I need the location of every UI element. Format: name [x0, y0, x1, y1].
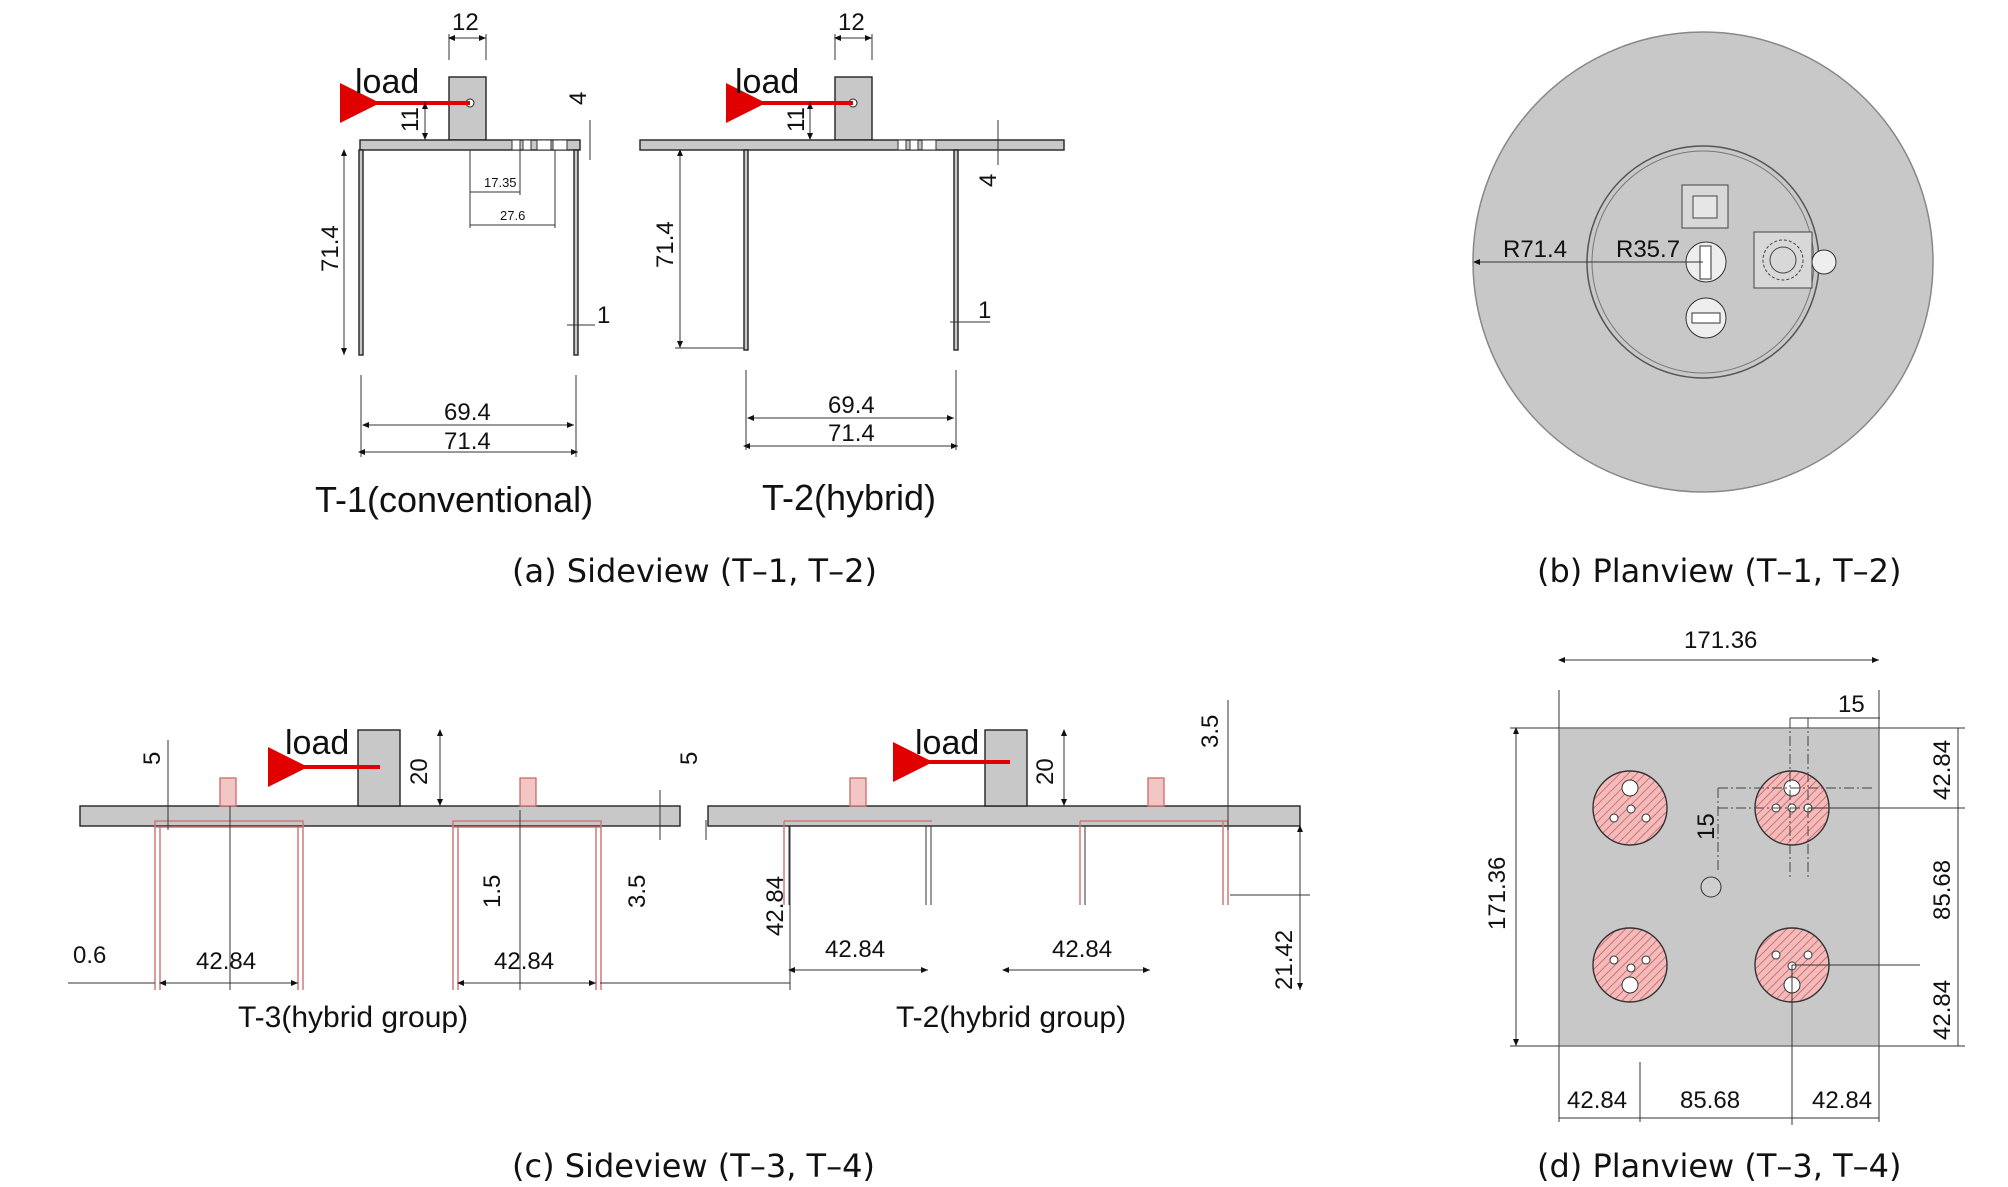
t4-cap-plate: [707, 805, 1301, 827]
t3-dim-spacing-b: 42.84: [494, 948, 554, 975]
t3-pile-head-1: [219, 777, 237, 807]
t3-dim-plate: 3.5: [624, 875, 651, 908]
t2-load-label: load: [735, 63, 799, 101]
t2-group-sideview: load 5 20 3.5 42.84 21.42 42.84 42.84 T-…: [676, 700, 1310, 1034]
t3-piles: [154, 827, 602, 990]
t1-left-wall: [358, 149, 364, 356]
t3-sleeve-1: [154, 820, 304, 828]
t2-dim-depth: 71.4: [652, 221, 679, 268]
d-dim-right-top: 42.84: [1929, 740, 1956, 800]
t2-right-wall: [953, 149, 959, 351]
t3-dim-column: 20: [406, 758, 433, 785]
t2-column: [834, 76, 873, 141]
t4-dim-pile-head: 5: [676, 752, 703, 765]
t1-right-wall: [573, 149, 579, 356]
t3-sideview: load 5 20 1.5 3.5 0.6 42.84 42.84 T-3(hy…: [68, 724, 790, 1034]
r-outer-label: R71.4: [1503, 236, 1567, 263]
planview-t3-t4: 171.36 15 171.36 15 42.84 85.68 42.84 42…: [1484, 627, 1965, 1125]
caption-a: (a) Sideview (T–1, T–2): [512, 552, 877, 590]
t4-dim-cap-top: 3.5: [1197, 715, 1224, 748]
r-inner-label: R35.7: [1616, 236, 1680, 263]
t2-dim-inner: 69.4: [828, 392, 875, 419]
caption-c: (c) Sideview (T–3, T–4): [512, 1147, 875, 1185]
centerlines: [1717, 718, 1875, 880]
t2-left-wall: [743, 149, 749, 351]
d-dim-bot-right: 42.84: [1812, 1087, 1872, 1114]
d-dim-height: 171.36: [1484, 857, 1511, 930]
t4-dim-pile-len: 42.84: [762, 876, 789, 936]
t4-dim-column: 20: [1032, 758, 1059, 785]
t4-column: [984, 729, 1028, 807]
t1-column: [448, 76, 487, 141]
t2-dim-wall: 1: [978, 297, 991, 324]
t1-load-label: load: [355, 63, 419, 101]
t4-dim-spacing-c: 42.84: [825, 936, 885, 963]
t2-dim-height: 11: [783, 107, 810, 132]
pile-circles: [1592, 770, 1830, 1003]
d-dim-bot-left: 42.84: [1567, 1087, 1627, 1114]
t2-bolts: [897, 139, 937, 151]
d-dim-offset-x: 15: [1838, 691, 1865, 718]
t1-dim-top: 12: [452, 9, 479, 36]
t2-group-name: T-2(hybrid group): [896, 1001, 1126, 1034]
t3-pile-head-2: [519, 777, 537, 807]
t2-name: T-2(hybrid): [762, 477, 936, 518]
plan-pile-c: [1811, 249, 1837, 275]
t2-cap-plate: [639, 139, 1065, 151]
t3-sleeve-2: [452, 820, 602, 828]
caption-b: (b) Planview (T–1, T–2): [1537, 552, 1902, 590]
t4-pile-head-2: [1147, 777, 1165, 807]
center-hole: [1700, 876, 1722, 898]
t3-dim-edge: 0.6: [73, 942, 106, 969]
t1-dim-offset1: 17.35: [484, 175, 517, 190]
t3-dim-spacing-a: 42.84: [196, 948, 256, 975]
caption-d: (d) Planview (T–3, T–4): [1537, 1147, 1902, 1185]
t1-dim-plate: 4: [565, 92, 592, 105]
t3-dim-pile-head: 5: [139, 752, 166, 765]
d-dim-right-mid: 85.68: [1929, 860, 1956, 920]
t1-sideview: load 12 11 4 71.4 17.35 27.6 1 69.4 71.4…: [315, 9, 610, 520]
t1-dim-inner: 69.4: [444, 399, 491, 426]
d-dim-right-bot: 42.84: [1929, 980, 1956, 1040]
t2-dim-top: 12: [838, 9, 865, 36]
t2-dim-plate: 4: [975, 174, 1002, 187]
t1-dim-depth: 71.4: [317, 225, 344, 272]
d-dim-bot-mid: 85.68: [1680, 1087, 1740, 1114]
t4-dim-pile-len2: 21.42: [1271, 930, 1298, 990]
t1-dim-offset2: 27.6: [500, 208, 525, 223]
d-dim-offset-y: 15: [1693, 813, 1720, 840]
t1-bolts: [511, 139, 568, 151]
t1-dim-wall: 1: [597, 302, 610, 329]
t3-load-label: load: [285, 724, 349, 762]
t2-dim-outer: 71.4: [828, 420, 875, 447]
d-dim-width: 171.36: [1684, 627, 1757, 654]
t1-name: T-1(conventional): [315, 479, 593, 520]
t1-dim-height: 11: [397, 107, 424, 132]
t3-dim-embed: 1.5: [479, 875, 506, 908]
t4-load-label: load: [915, 724, 979, 762]
t2-sideview: load 12 11 4 71.4 1 69.4 71.4 T-2(hybrid…: [639, 9, 1065, 518]
t3-cap-plate: [79, 805, 681, 827]
t3-name: T-3(hybrid group): [238, 1001, 468, 1034]
t4-pile-head-1: [849, 777, 867, 807]
t4-piles: [783, 821, 1229, 905]
t1-dim-outer: 71.4: [444, 428, 491, 455]
plan-plate-b: [1753, 231, 1813, 289]
planview-t1-t2: R71.4 R35.7: [1472, 31, 1934, 493]
t4-dim-spacing-d: 42.84: [1052, 936, 1112, 963]
